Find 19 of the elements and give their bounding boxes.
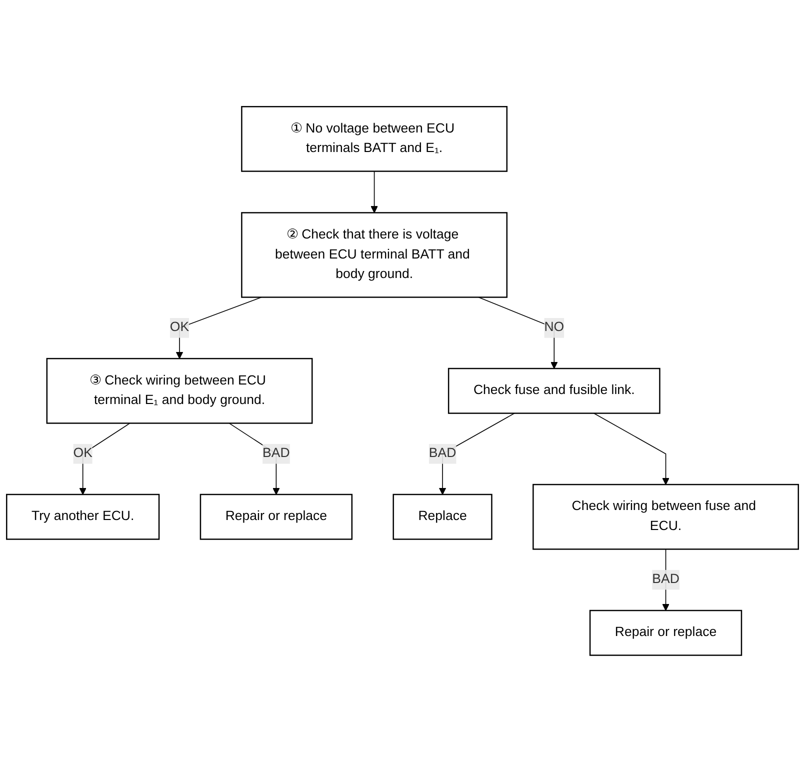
arrow — [478, 296, 558, 369]
arrow — [370, 170, 378, 214]
edge-label: BAD — [262, 446, 290, 461]
edge-label: BAD — [428, 446, 456, 461]
node-box: ② Check that there is voltage between ECU terminal BATT and body ground. — [241, 212, 508, 298]
edge-label: BAD — [652, 572, 680, 587]
arrow — [593, 412, 670, 485]
edge-label: OK — [73, 446, 92, 461]
node-box: Repair or replace — [589, 610, 742, 656]
node-box: Check wiring between fuse and ECU. — [532, 484, 799, 550]
node-box: ③ Check wiring between ECU terminal E₁ and body ground. — [46, 358, 313, 424]
edge-label: NO — [544, 320, 564, 335]
node-box: ① No voltage between ECU terminals BATT and E₁. — [241, 106, 508, 172]
node-box: Try another ECU. — [6, 494, 160, 540]
node-box: Repair or replace — [200, 494, 353, 540]
edge-label: OK — [170, 320, 190, 335]
node-box: Replace — [392, 494, 492, 540]
node-box: Check fuse and fusible link. — [448, 368, 660, 414]
arrow — [176, 296, 262, 359]
